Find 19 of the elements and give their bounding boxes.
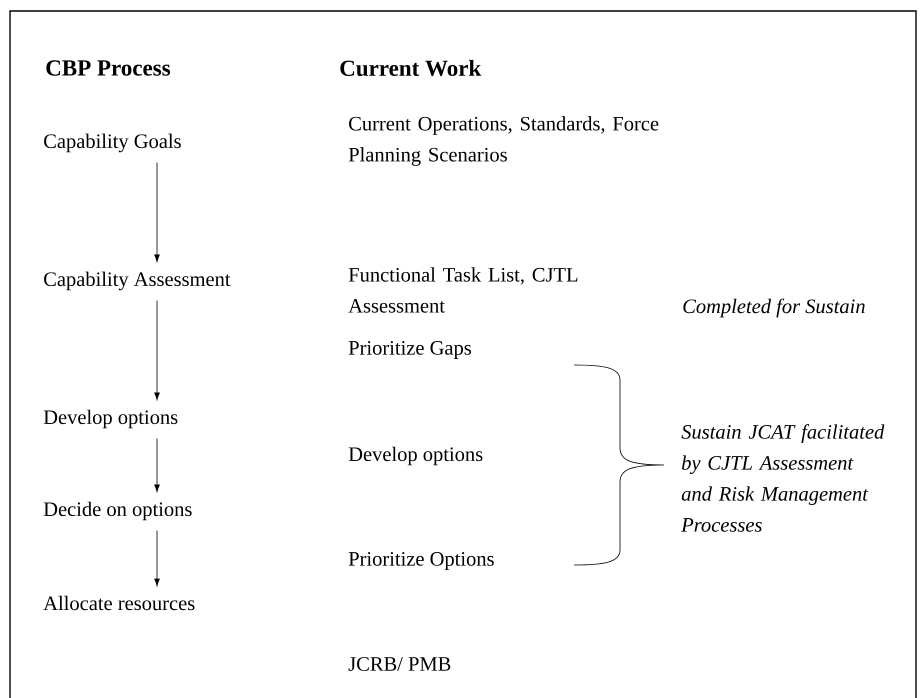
work-item-text: Functional Task List, CJTL Assessment	[348, 267, 578, 313]
work-item-text: Prioritize Gaps	[348, 341, 472, 359]
process-step-text: Allocate resources	[43, 596, 194, 610]
process-step-text: Develop options	[44, 410, 178, 428]
work-item-text: Current Operations, Standards, Force Planning Scenarios	[348, 116, 658, 166]
process-step-text: Capability Assessment	[44, 272, 230, 290]
arrow	[154, 530, 160, 586]
column-heading: Current Work	[340, 60, 482, 76]
work-item-text: JCRB/ PMB	[348, 657, 450, 671]
work-item-text: Prioritize Options	[348, 552, 494, 570]
note-text: Sustain JCAT facilitated by CJTL Assessment and Risk Management Processes	[681, 424, 884, 532]
arrow	[154, 438, 160, 492]
work-item-text: Develop options	[348, 446, 482, 466]
process-step-text: Capability Goals	[44, 134, 181, 152]
note-text: Completed for Sustain	[683, 298, 865, 318]
column-heading: CBP Process	[46, 60, 170, 76]
process-step-text: Decide on options	[44, 502, 192, 520]
arrow	[154, 300, 160, 400]
arrow	[154, 162, 160, 262]
